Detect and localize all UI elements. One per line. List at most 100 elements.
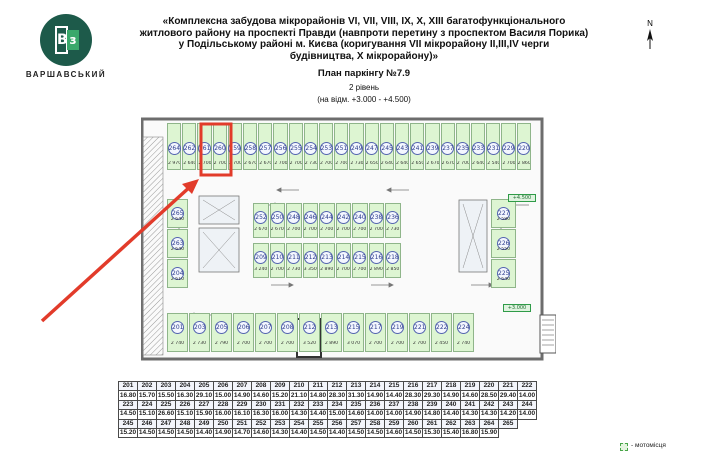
table-cell-number: 262 <box>441 418 461 429</box>
spot-number: 254 <box>304 142 318 155</box>
table-cell-number: 202 <box>137 380 157 392</box>
table-cell-area: 14.80 <box>308 390 328 401</box>
table-cell-area: 14.00 <box>384 409 404 420</box>
table-cell-area: 16.00 <box>213 409 233 420</box>
spot-number: 207 <box>259 321 272 334</box>
spot-number: 215 <box>353 251 367 264</box>
spot-number: 216 <box>369 251 383 264</box>
table-cell-area: 14.60 <box>384 427 404 439</box>
spot-number: 215 <box>347 321 360 334</box>
spot-area: 2 700 <box>336 227 350 232</box>
table-cell-number: 246 <box>137 418 157 429</box>
table-cell-number: 253 <box>270 418 290 429</box>
table-cell-area: 14.40 <box>194 427 214 439</box>
project-title: «Комплексна забудова мікрорайонів VI, VI… <box>138 16 590 62</box>
logo-emblem: В з <box>40 14 92 66</box>
table-cell-area: 16.80 <box>460 427 480 439</box>
spot-number: 251 <box>334 142 348 155</box>
table-cell-area: 15.00 <box>327 409 347 420</box>
table-cell-number: 258 <box>365 418 385 429</box>
logo-letter-z: з <box>67 30 79 50</box>
spot-number: 229 <box>501 142 515 155</box>
table-cell-number: 250 <box>213 418 233 429</box>
spot-area: 2 580 <box>496 217 511 222</box>
table-cell-number: 235 <box>346 399 366 411</box>
table-cell-area: 14.50 <box>137 427 157 439</box>
spot-area: 2 640 <box>496 277 511 282</box>
table-cell-number: 263 <box>460 418 480 429</box>
spot-area: 2 550 <box>496 247 511 252</box>
project-title-line-4: будівництва, X мікрорайону)» <box>289 50 439 62</box>
north-label: N <box>647 19 653 28</box>
spot-area: 3 520 <box>302 341 317 346</box>
table-cell-number: 254 <box>289 418 309 429</box>
spot-area: 2 730 <box>192 341 207 346</box>
spot-number: 226 <box>497 237 510 250</box>
spot-area: 2 730 <box>287 267 301 272</box>
